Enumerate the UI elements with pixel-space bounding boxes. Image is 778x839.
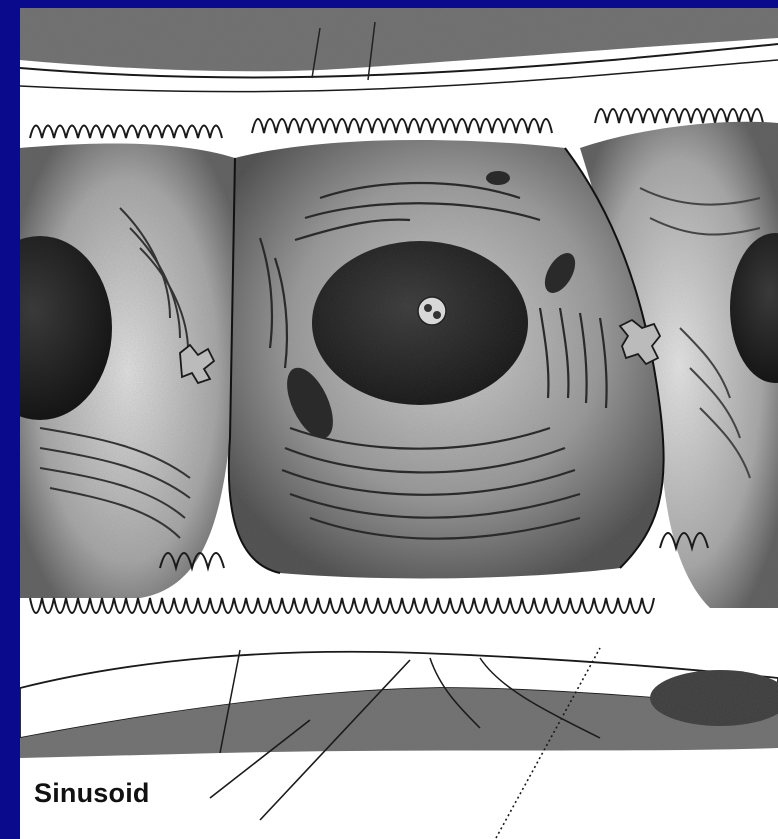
central-hepatocyte xyxy=(229,140,664,578)
nucleolus xyxy=(418,297,446,325)
upper-sinusoid-wall xyxy=(20,8,778,92)
hepatocyte-drawing xyxy=(20,8,778,839)
liver-cell-illustration: Sinusoid xyxy=(20,8,778,839)
sinusoid-label: Sinusoid xyxy=(34,778,150,809)
lower-sinusoid-wall xyxy=(20,650,778,758)
